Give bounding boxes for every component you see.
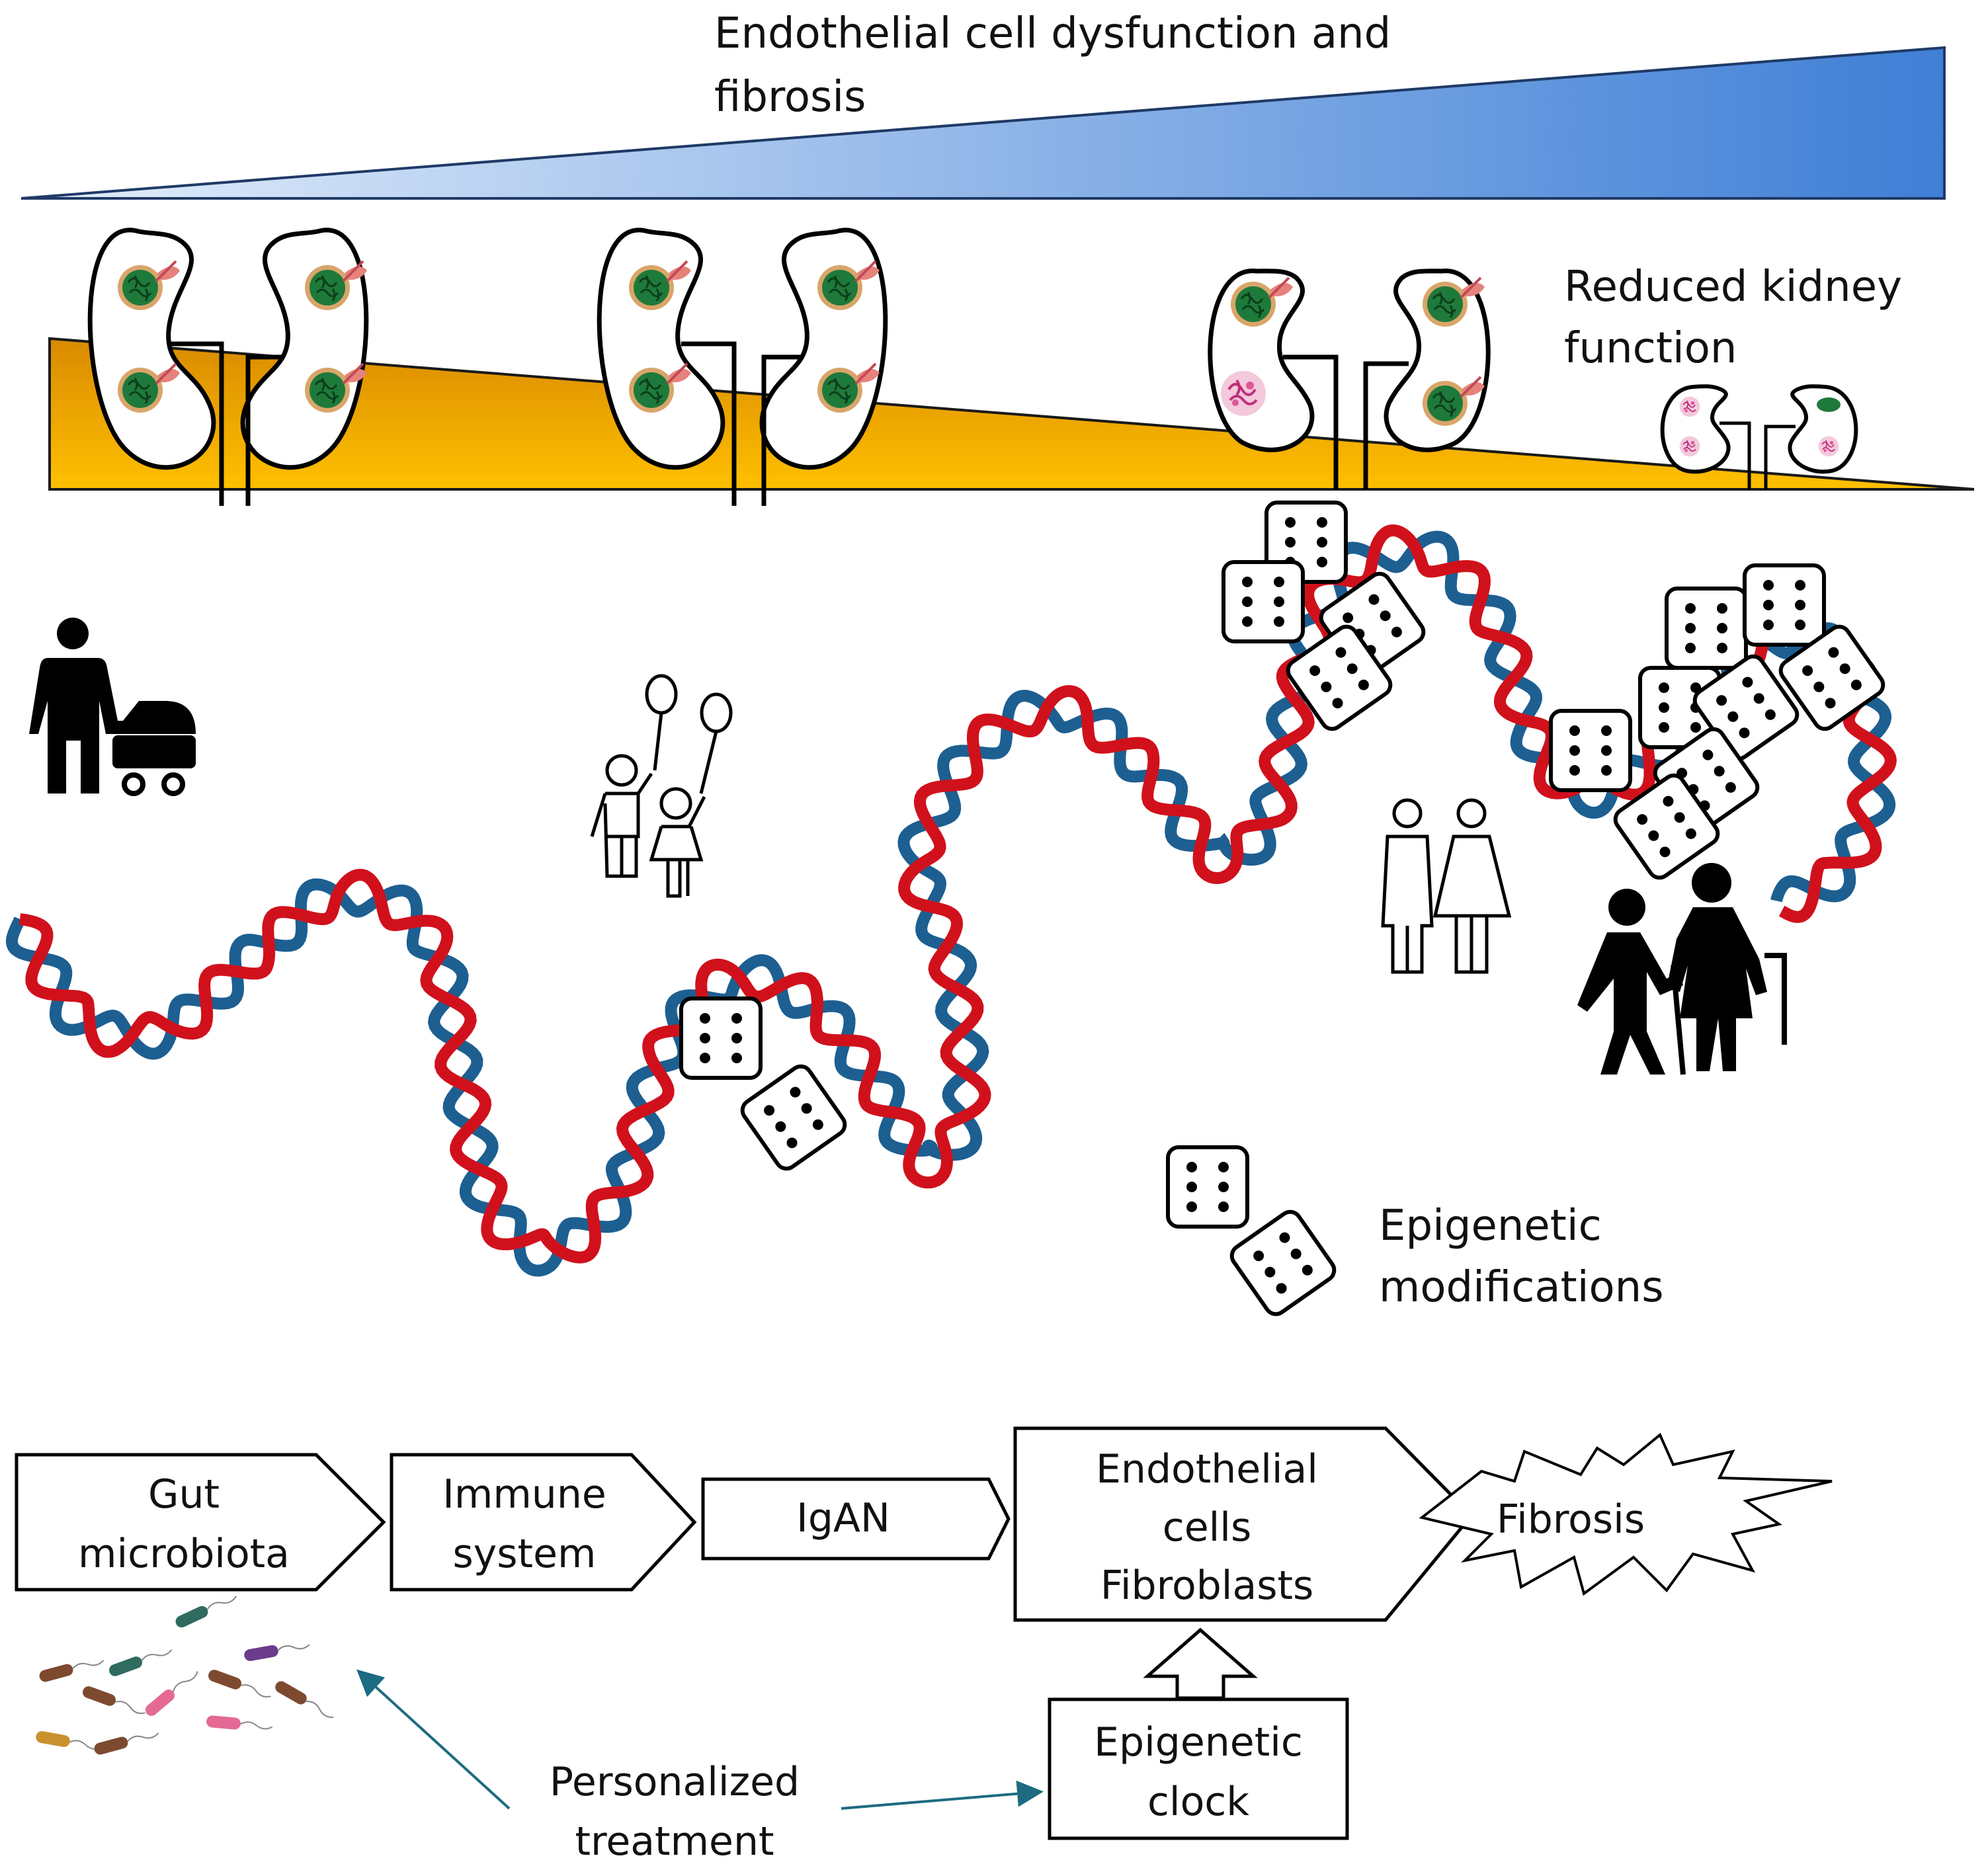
dice-icon: [1168, 1147, 1247, 1227]
endothelial-dysfunction-label: Endothelial cell dysfunction and: [714, 9, 1391, 58]
personalized-treatment-label-2: treatment: [575, 1818, 774, 1865]
kidney-pair-healthy-1: [87, 227, 369, 506]
kidney-function-wedge: [48, 337, 1975, 491]
svg-text:system: system: [453, 1531, 597, 1577]
damaged-glomerulus-icon: [1817, 435, 1840, 458]
flow-endothelial-fibroblasts: Endothelial cells Fibroblasts: [1013, 1426, 1474, 1622]
ureter: [681, 341, 804, 506]
damaged-glomerulus-icon: [1220, 370, 1267, 417]
kidney-pair-small: [1660, 384, 1858, 489]
endothelial-dysfunction-label-2: fibrosis: [714, 73, 866, 122]
parent-with-stroller-icon: [29, 618, 196, 796]
bacteria-icon: [34, 1729, 103, 1754]
svg-text:clock: clock: [1147, 1779, 1249, 1825]
epigenetic-marks-early: [681, 998, 849, 1173]
flow-fibrosis: Fibrosis: [1419, 1432, 1833, 1596]
svg-text:microbiota: microbiota: [78, 1531, 290, 1577]
bacteria-cluster: [34, 1590, 337, 1757]
bacteria-icon: [37, 1654, 106, 1684]
bacteria-icon: [272, 1678, 337, 1723]
bacteria-icon: [205, 1714, 274, 1734]
ureter: [1283, 354, 1409, 489]
children-with-balloons-icon: [590, 674, 733, 898]
reduced-kidney-function-label-2: function: [1564, 324, 1737, 373]
dice-icon: [681, 998, 761, 1078]
bacteria-icon: [80, 1684, 148, 1719]
svg-text:cells: cells: [1163, 1504, 1252, 1551]
bacteria-icon: [92, 1727, 161, 1757]
dice-icon: [1223, 562, 1303, 641]
epigenetic-clock-box: Epigenetic clock: [1048, 1697, 1349, 1840]
dice-icon: [1667, 589, 1746, 668]
up-arrow: [1143, 1627, 1258, 1700]
kidney-pair-healthy-2: [597, 227, 888, 506]
svg-text:Gut: Gut: [148, 1471, 220, 1518]
ureter: [169, 341, 284, 506]
svg-text:Fibroblasts: Fibroblasts: [1100, 1563, 1314, 1609]
svg-text:Fibrosis: Fibrosis: [1497, 1496, 1645, 1543]
kidney-pair-damaged: [1208, 268, 1491, 489]
glomerulus-icon: [1817, 397, 1841, 412]
kidney-icon: [1660, 384, 1731, 474]
svg-text:IgAN: IgAN: [796, 1495, 890, 1541]
bacteria-icon: [206, 1667, 274, 1703]
svg-text:Immune: Immune: [442, 1471, 606, 1518]
adult-couple-icon: [1381, 798, 1512, 974]
treatment-arrow-to-clock: [841, 1780, 1044, 1810]
personalized-treatment-label: Personalized: [550, 1759, 800, 1805]
endothelial-dysfunction-wedge: [21, 46, 1946, 200]
dice-icon: [1745, 565, 1824, 645]
flow-immune-system: Immune system: [390, 1453, 697, 1592]
bacteria-icon: [106, 1643, 175, 1679]
flow-igan: IgAN: [701, 1477, 1011, 1561]
elderly-couple-icon: [1577, 863, 1787, 1075]
bacteria-icon: [173, 1590, 239, 1631]
reduced-kidney-function-label: Reduced kidney: [1564, 263, 1902, 311]
damaged-glomerulus-icon: [1678, 435, 1701, 458]
epigenetic-legend: Epigenetic modifications: [1168, 1147, 1664, 1319]
flow-gut-microbiota: Gut microbiota: [15, 1453, 386, 1592]
epigenetic-modifications-label-2: modifications: [1379, 1263, 1664, 1312]
epigenetic-modifications-label: Epigenetic: [1379, 1201, 1602, 1250]
ureter: [1719, 421, 1796, 489]
bacteria-icon: [242, 1638, 311, 1663]
bacteria-icon: [142, 1666, 202, 1719]
damaged-glomerulus-icon: [1678, 395, 1701, 418]
svg-text:Epigenetic: Epigenetic: [1094, 1719, 1303, 1766]
svg-text:Endothelial: Endothelial: [1096, 1446, 1318, 1492]
treatment-arrow-to-microbiota: [356, 1669, 511, 1810]
dice-icon: [1551, 711, 1630, 790]
